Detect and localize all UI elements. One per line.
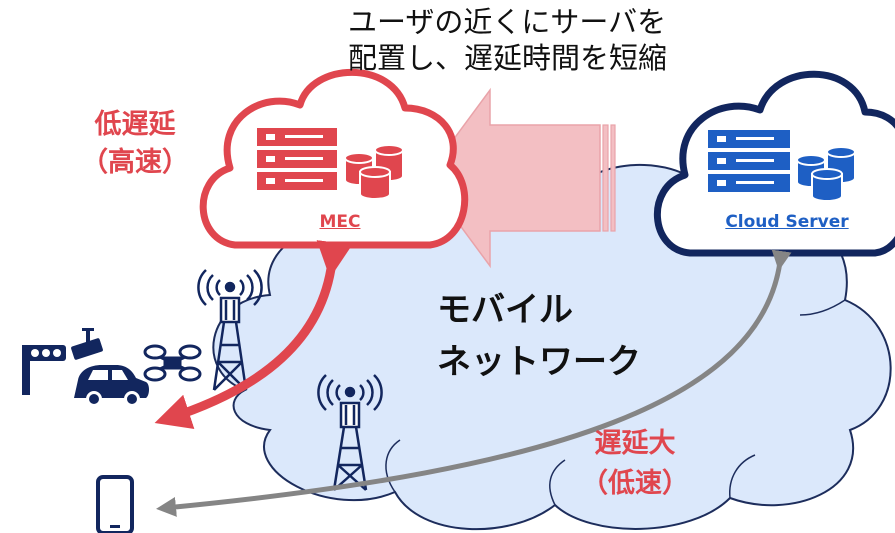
server-rack-icon [708,130,790,192]
network-line-2: ネットワーク [437,342,641,382]
security-camera-icon [71,328,103,360]
mobile-network-label: モバイル ネットワーク [437,284,641,388]
high-latency-label: 遅延大 （低速） [570,424,700,504]
traffic-signal-icon [22,345,66,395]
drone-icon [143,344,202,382]
high-latency-arrow [156,249,792,517]
car-icon [74,365,149,407]
high-latency-line-1: 遅延大 [594,428,676,459]
cloud-inner-line [799,299,846,316]
cloud-server-label: Cloud Server [725,212,849,232]
headline-line-2: 配置し、遅延時間を短縮 [348,41,668,75]
headline-line-1: ユーザの近くにサーバを [348,5,667,39]
network-line-1: モバイル [437,290,573,330]
smartphone-icon [96,475,134,533]
high-latency-line-2: （低速） [581,468,689,499]
database-icon [344,144,404,200]
low-latency-line-1: 低遅延 [94,109,176,140]
database-icon [796,146,856,202]
low-latency-line-2: （高速） [81,147,189,178]
relocation-arrow [424,87,616,269]
server-rack-icon [257,128,337,190]
headline: ユーザの近くにサーバを 配置し、遅延時間を短縮 [348,4,667,76]
mec-label: MEC [319,212,361,232]
low-latency-label: 低遅延 （高速） [80,106,190,182]
